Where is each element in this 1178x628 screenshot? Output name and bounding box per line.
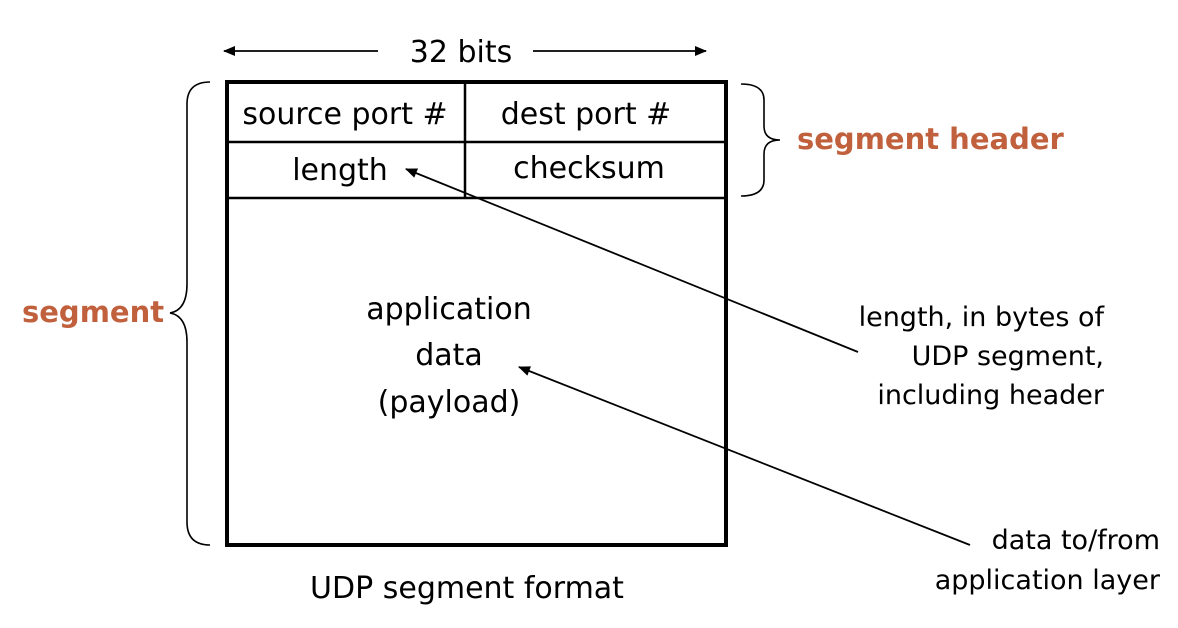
width-label: 32 bits (410, 35, 512, 70)
payload-line: data (415, 338, 483, 373)
data-annotation-line: application layer (935, 565, 1161, 596)
field-source-port: source port # (242, 97, 447, 132)
length-annotation-line: length, in bytes of (859, 302, 1106, 333)
data-annotation-line: data to/from (992, 525, 1160, 556)
field-length: length (292, 153, 388, 188)
diagram-caption: UDP segment format (310, 571, 624, 606)
width-indicator: 32 bits (223, 35, 707, 70)
segment-label: segment (22, 295, 164, 329)
segment-header-brace (740, 83, 781, 197)
payload-line: (payload) (378, 385, 521, 420)
payload-pointer-arrow (518, 366, 971, 546)
segment-box: source port # dest port # length checksu… (225, 80, 728, 547)
segment-brace (169, 81, 211, 546)
length-pointer-arrow (405, 168, 859, 353)
segment-outline (225, 80, 728, 547)
field-dest-port: dest port # (501, 97, 672, 132)
length-annotation-line: including header (877, 380, 1105, 411)
length-annotation-line: UDP segment, (912, 341, 1104, 372)
payload-line: application (366, 292, 531, 327)
segment-header-label: segment header (797, 122, 1064, 156)
field-checksum: checksum (513, 151, 665, 186)
